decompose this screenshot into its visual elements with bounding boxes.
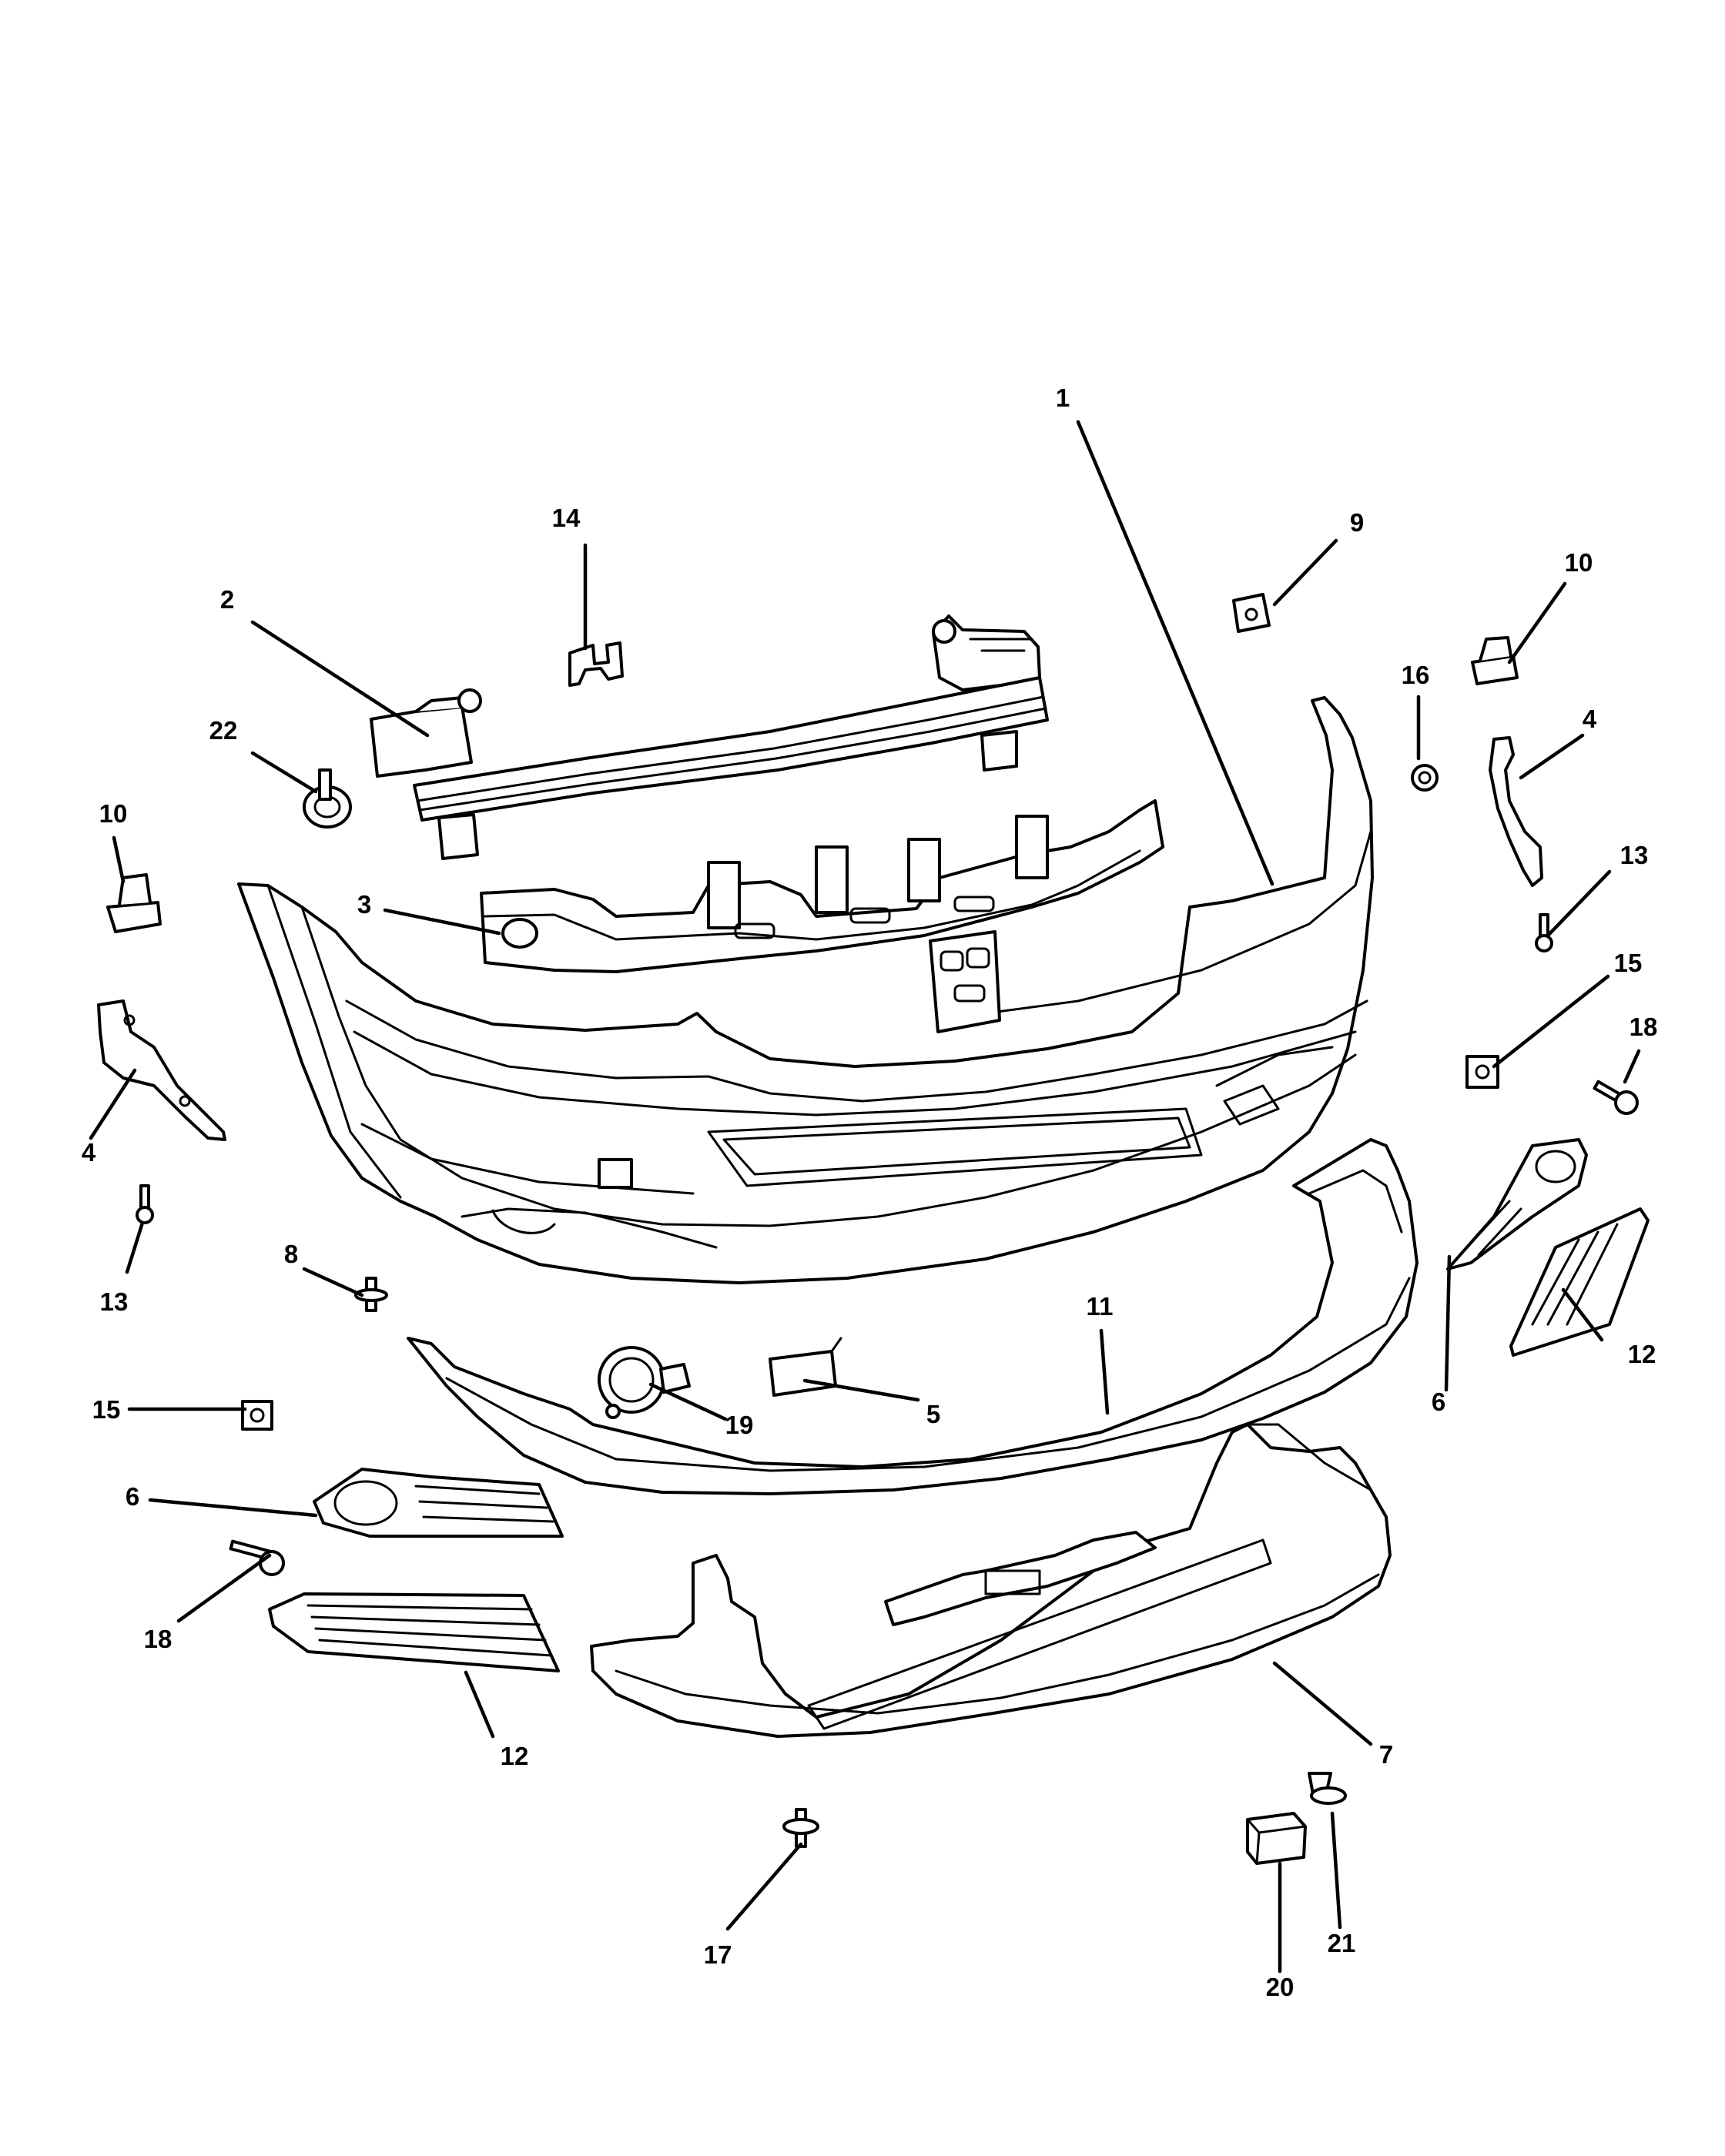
- callout-18-right: 18: [1630, 1013, 1658, 1041]
- bumper-reinforcement-beam: [370, 614, 1049, 860]
- pad-20: [1246, 1812, 1307, 1865]
- nut-15-right: [1465, 1055, 1499, 1089]
- screw-13-right: [1535, 913, 1553, 952]
- callout-15-right: 15: [1614, 949, 1643, 977]
- callout-20: 20: [1266, 1973, 1295, 2001]
- callout-18-left: 18: [144, 1625, 172, 1653]
- energy-absorber: [480, 799, 1164, 973]
- nut-16: [1411, 764, 1439, 792]
- clip-10-right: [1471, 636, 1519, 685]
- lower-air-dam-shield: [590, 1423, 1392, 1738]
- screw-8: [354, 1277, 388, 1312]
- callout-15-left: 15: [92, 1395, 121, 1424]
- callout-labels: 1 2 3 14 9 10 16 4 13 15 18 22 10 4 13 8…: [82, 383, 1658, 2001]
- callout-7: 7: [1379, 1740, 1393, 1769]
- callout-19: 19: [725, 1411, 754, 1439]
- callout-10-right: 10: [1565, 548, 1593, 577]
- fog-lamp-bezel-6-left: [313, 1468, 564, 1538]
- callout-3: 3: [357, 890, 371, 919]
- callout-6-right: 6: [1432, 1388, 1445, 1416]
- callout-4-left: 4: [82, 1138, 96, 1167]
- fog-lamp-19: [598, 1346, 691, 1419]
- callout-14: 14: [552, 504, 581, 532]
- callout-13-left: 13: [100, 1287, 129, 1316]
- callout-9: 9: [1350, 508, 1364, 537]
- license-bracket: [929, 930, 1001, 1033]
- callout-4-right: 4: [1583, 705, 1597, 733]
- bolt-22: [303, 768, 352, 829]
- callout-16: 16: [1402, 661, 1430, 689]
- callout-6-left: 6: [126, 1482, 139, 1511]
- callout-12-left: 12: [501, 1742, 529, 1770]
- callout-2: 2: [220, 585, 234, 614]
- callout-1: 1: [1056, 383, 1070, 412]
- nut-15-left: [241, 1400, 273, 1431]
- callout-8: 8: [284, 1240, 298, 1268]
- bracket-4-left: [97, 999, 226, 1141]
- callout-13-right: 13: [1620, 841, 1649, 869]
- callout-11: 11: [1087, 1292, 1114, 1321]
- screw-13-left: [136, 1184, 154, 1224]
- leader-lines: [89, 420, 1641, 1974]
- grille-12-left: [268, 1592, 560, 1672]
- callout-12-right: 12: [1628, 1340, 1656, 1368]
- clip-10-left: [106, 873, 162, 933]
- lower-valance: [407, 1138, 1419, 1495]
- bolt-18-left: [229, 1539, 285, 1576]
- bracket-clip-14: [568, 641, 624, 687]
- callout-22: 22: [209, 716, 238, 745]
- bolt-18-right: [1593, 1080, 1639, 1115]
- grille-12-right: [1509, 1207, 1650, 1357]
- pushpin-21: [1308, 1772, 1347, 1805]
- nut-9: [1232, 593, 1271, 633]
- fog-lamp-bezel-6-right: [1446, 1138, 1588, 1270]
- pushpin-17: [782, 1808, 819, 1848]
- callout-21: 21: [1328, 1929, 1356, 1957]
- callout-5: 5: [926, 1400, 940, 1428]
- callout-17: 17: [704, 1940, 732, 1969]
- bumper-fascia: [237, 696, 1374, 1284]
- bracket-4-right: [1489, 736, 1543, 887]
- callout-10-left: 10: [99, 799, 128, 828]
